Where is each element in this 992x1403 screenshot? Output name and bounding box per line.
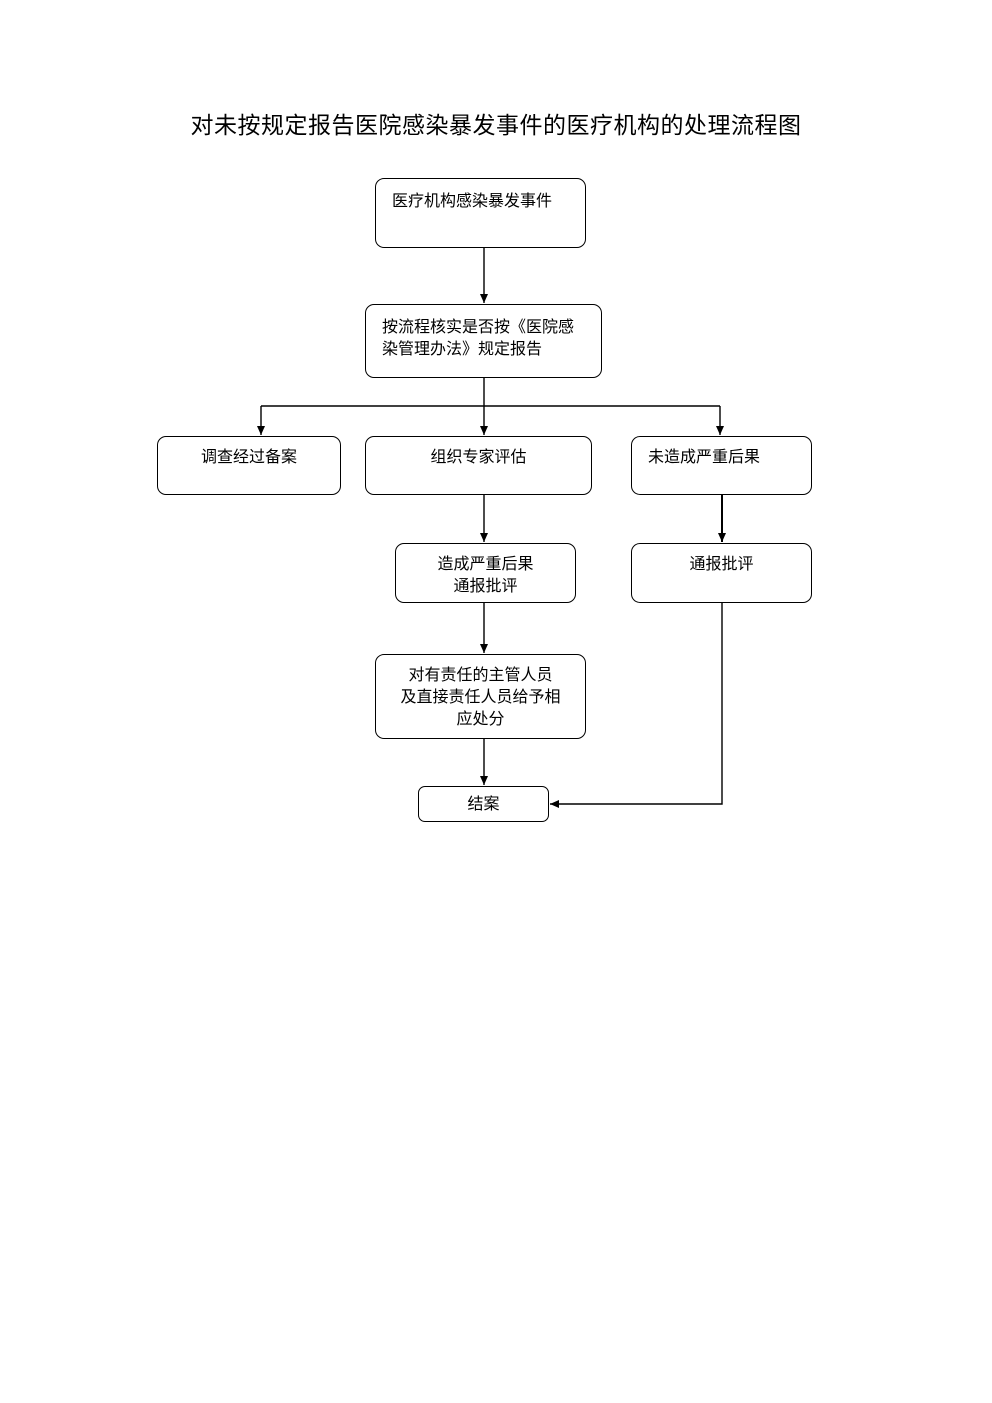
node-disciplinary-action-line-1: 对有责任的主管人员 <box>408 665 553 684</box>
node-file-record: 调查经过备案 <box>157 436 341 495</box>
node-check-reporting: 按流程核实是否按《医院感 染管理办法》规定报告 <box>365 304 602 378</box>
node-file-record-line-1: 调查经过备案 <box>200 447 297 466</box>
node-case-closed-line-1: 结案 <box>467 794 500 813</box>
edge-notice-to-close <box>550 603 723 808</box>
node-severe-consequence: 造成严重后果 通报批评 <box>395 543 576 603</box>
node-check-reporting-line-1: 按流程核实是否按《医院感 <box>382 317 575 336</box>
node-notice-criticism-line-1: 通报批评 <box>689 554 754 573</box>
node-check-reporting-line-2: 染管理办法》规定报告 <box>382 339 543 358</box>
node-severe-consequence-line-1: 造成严重后果 <box>437 554 534 573</box>
node-disciplinary-action: 对有责任的主管人员 及直接责任人员给予相 应处分 <box>375 654 586 739</box>
node-notice-criticism: 通报批评 <box>631 543 812 603</box>
node-case-closed: 结案 <box>418 786 549 822</box>
node-start-event: 医疗机构感染暴发事件 <box>375 178 586 248</box>
page-title: 对未按规定报告医院感染暴发事件的医疗机构的处理流程图 <box>190 113 802 139</box>
node-disciplinary-action-line-2: 及直接责任人员给予相 <box>400 687 561 706</box>
node-start-event-line-1: 医疗机构感染暴发事件 <box>392 191 553 210</box>
node-expert-review: 组织专家评估 <box>365 436 592 495</box>
node-expert-review-line-1: 组织专家评估 <box>430 447 527 466</box>
node-severe-consequence-line-2: 通报批评 <box>453 576 518 595</box>
node-no-severe-consequence: 未造成严重后果 <box>631 436 812 495</box>
node-disciplinary-action-line-3: 应处分 <box>456 709 505 728</box>
node-no-severe-consequence-line-1: 未造成严重后果 <box>648 447 761 466</box>
